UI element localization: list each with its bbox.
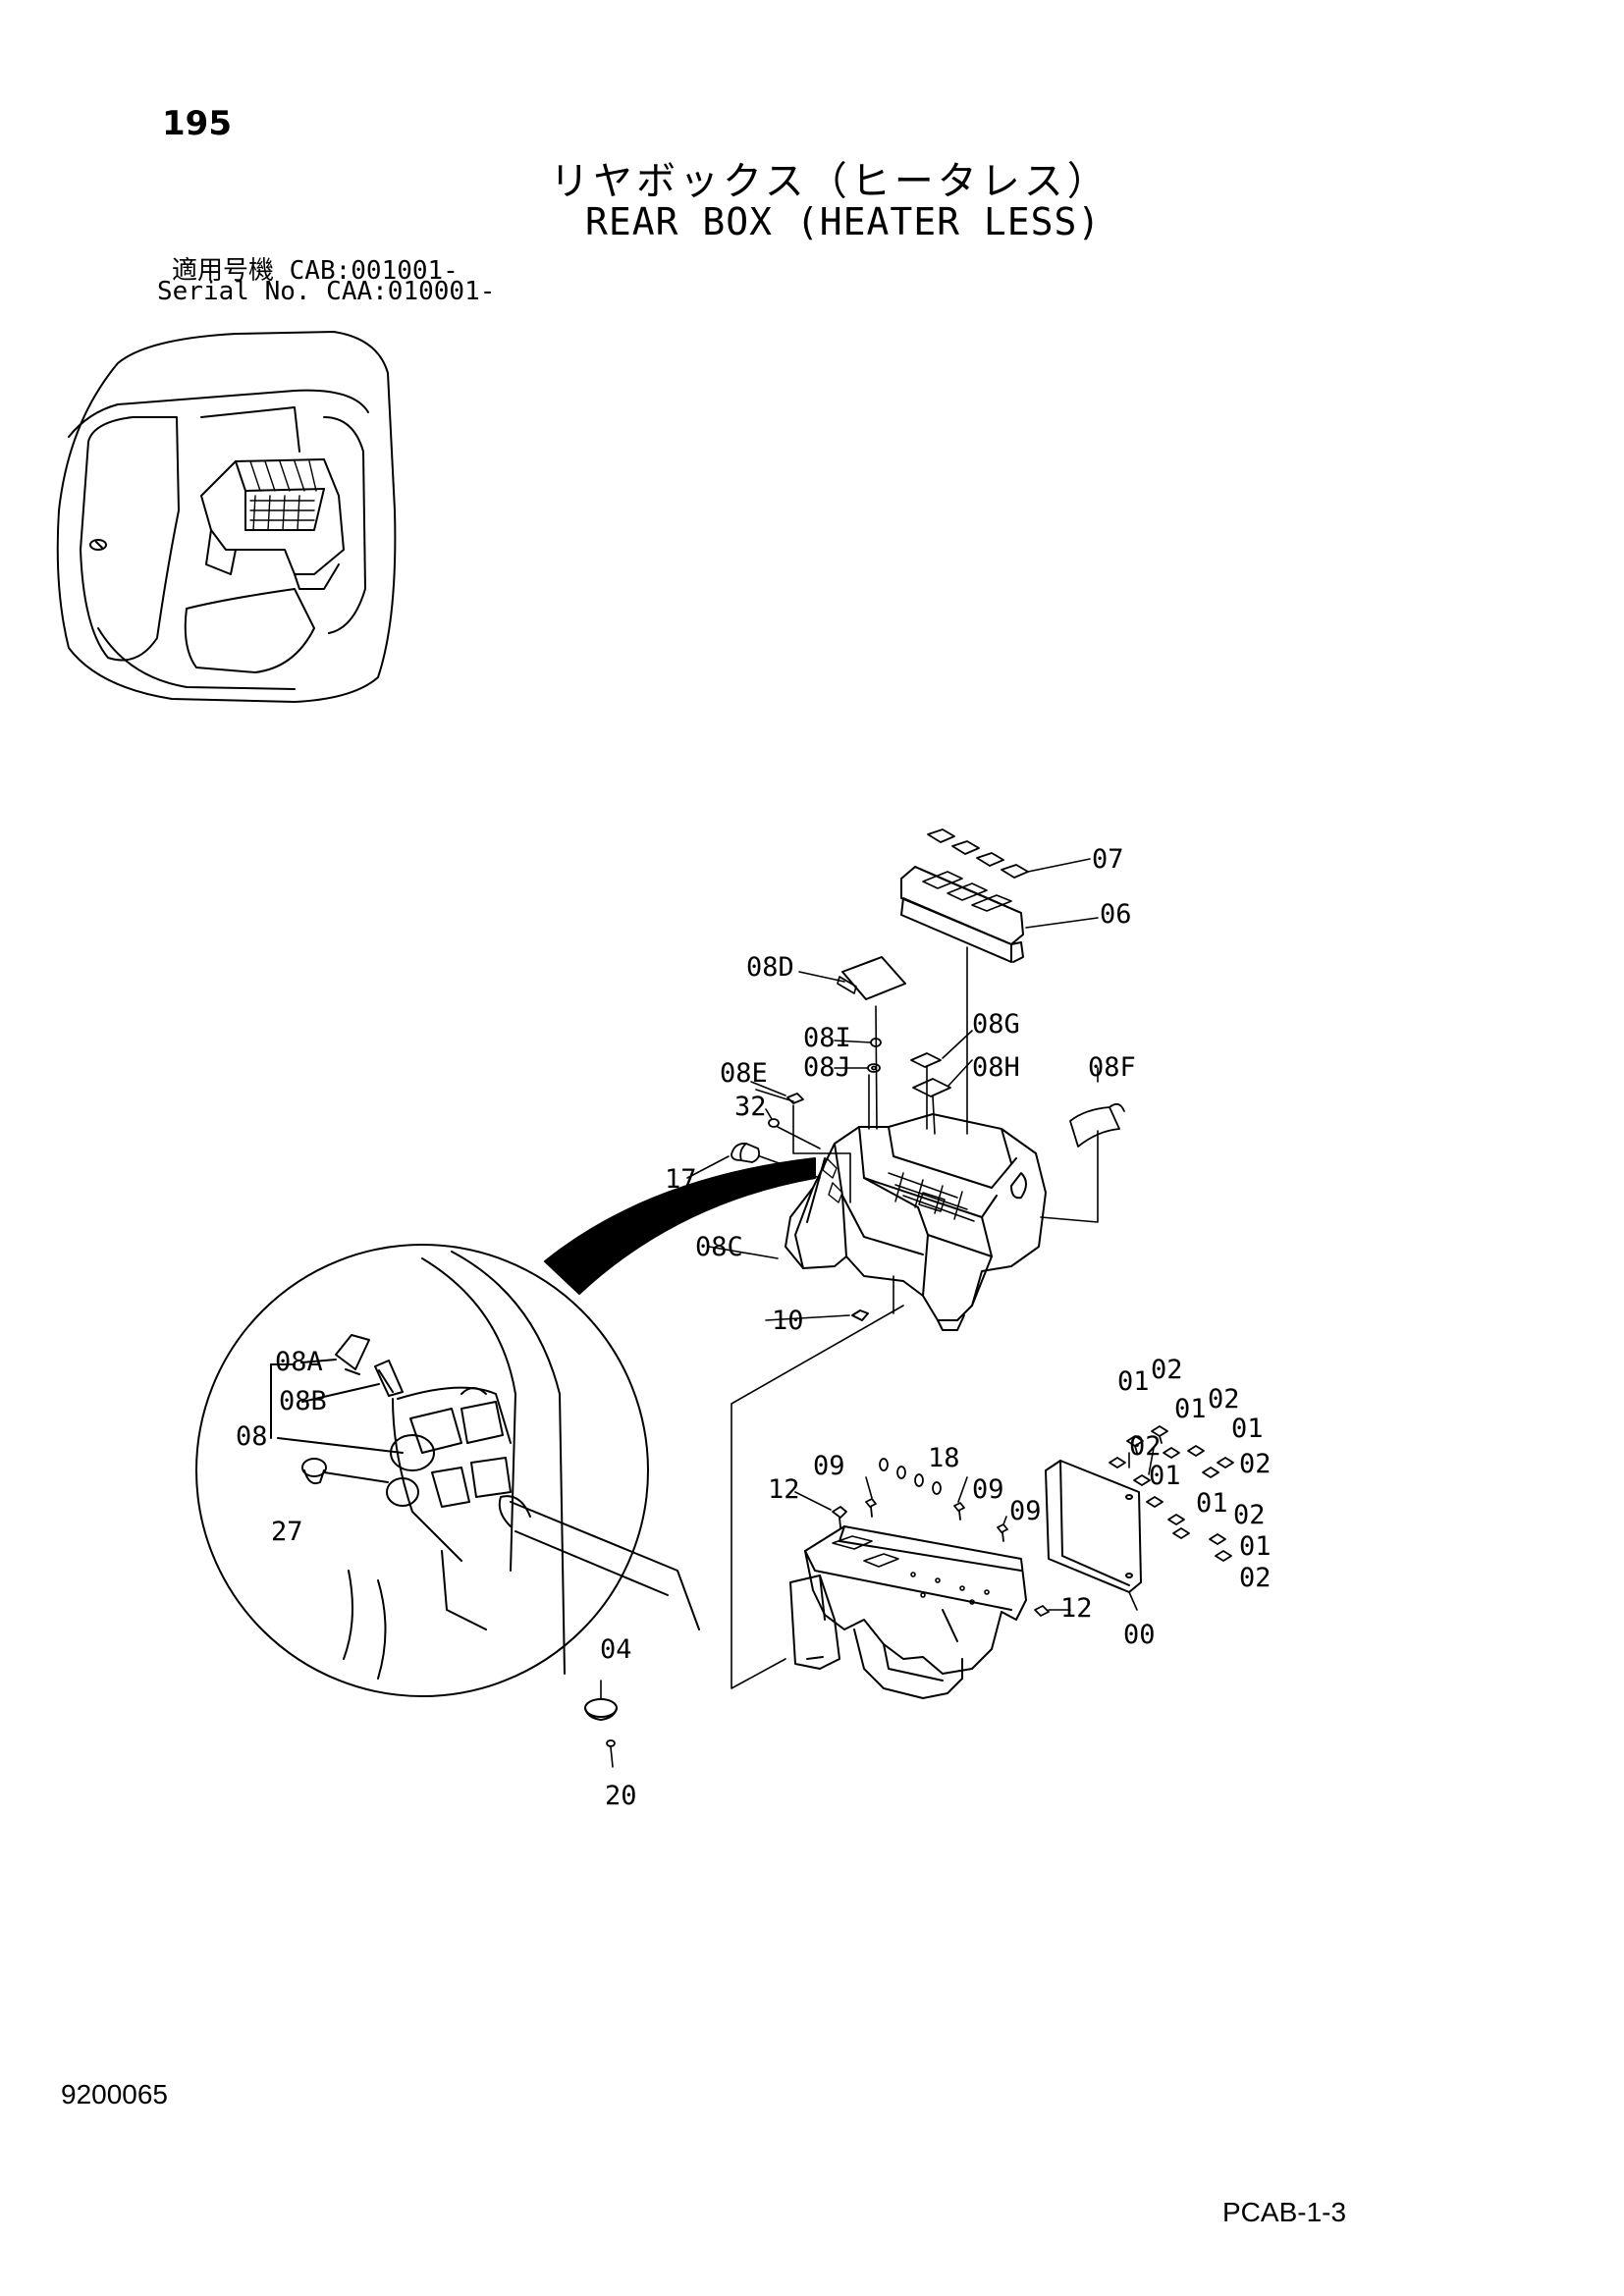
part-label-20: 20 bbox=[605, 1781, 637, 1811]
cab-overview-illustration bbox=[56, 331, 397, 703]
leader-lines bbox=[600, 858, 1155, 1768]
base-screws bbox=[832, 1458, 1050, 1617]
part-label-12: 12 bbox=[768, 1474, 800, 1505]
part-label-09: 09 bbox=[972, 1474, 1004, 1505]
part-label-06: 06 bbox=[1100, 899, 1132, 930]
cap-04 bbox=[584, 1698, 618, 1721]
washer-20 bbox=[606, 1739, 616, 1747]
side-panel-00 bbox=[1045, 1460, 1142, 1593]
part-label-09: 09 bbox=[813, 1451, 845, 1481]
part-label-27: 27 bbox=[271, 1517, 303, 1547]
part-label-02: 02 bbox=[1239, 1449, 1272, 1479]
part-label-17: 17 bbox=[665, 1164, 697, 1195]
part-label-08e: 08E bbox=[720, 1058, 768, 1089]
part-label-01: 01 bbox=[1117, 1366, 1150, 1397]
upper-cover-06 bbox=[900, 866, 1024, 963]
title-japanese: リヤボックス（ヒータレス） bbox=[550, 159, 1110, 204]
part-label-00: 00 bbox=[1123, 1620, 1156, 1650]
part-label-02: 02 bbox=[1239, 1563, 1272, 1593]
page-code: PCAB-1-3 bbox=[1222, 2197, 1347, 2227]
page-number: 195 bbox=[162, 104, 232, 143]
base-frame bbox=[789, 1525, 1027, 1699]
part-label-09: 09 bbox=[1009, 1496, 1042, 1526]
lid-08d bbox=[841, 956, 906, 1000]
part-label-04: 04 bbox=[600, 1634, 632, 1665]
detail-callout-arrow bbox=[544, 1157, 816, 1295]
part-label-02: 02 bbox=[1208, 1384, 1240, 1415]
part-label-08j: 08J bbox=[803, 1052, 851, 1083]
part-label-08b: 08B bbox=[279, 1386, 327, 1416]
detail-view-circle bbox=[195, 1244, 700, 1697]
part-label-08: 08 bbox=[236, 1421, 268, 1452]
part-label-08f: 08F bbox=[1088, 1052, 1136, 1083]
rear-box-body bbox=[785, 1113, 1047, 1331]
part-label-02: 02 bbox=[1151, 1355, 1183, 1385]
part-label-08h: 08H bbox=[972, 1052, 1020, 1083]
serial-number-range: Serial No. CAA:010001- bbox=[157, 277, 496, 306]
part-label-07: 07 bbox=[1092, 844, 1124, 875]
pads-07 bbox=[927, 828, 1029, 879]
part-label-10: 10 bbox=[772, 1306, 804, 1336]
part-label-08i: 08I bbox=[803, 1023, 851, 1053]
part-label-01: 01 bbox=[1196, 1488, 1228, 1519]
part-label-01: 01 bbox=[1174, 1394, 1207, 1424]
title-english: REAR BOX (HEATER LESS) bbox=[585, 200, 1102, 243]
document-id: 9200065 bbox=[61, 2079, 169, 2109]
part-label-01: 01 bbox=[1149, 1461, 1181, 1491]
part-label-02: 02 bbox=[1129, 1431, 1162, 1462]
part-label-08a: 08A bbox=[275, 1347, 323, 1377]
part-label-02: 02 bbox=[1233, 1500, 1266, 1530]
part-label-08d: 08D bbox=[746, 952, 794, 983]
part-label-01: 01 bbox=[1231, 1414, 1264, 1444]
part-label-12: 12 bbox=[1060, 1593, 1093, 1624]
serial-applicable-models: 適用号機 CAB:001001- bbox=[172, 256, 459, 286]
side-panel-bolts bbox=[1109, 1425, 1234, 1562]
part-label-08c: 08C bbox=[695, 1232, 743, 1262]
part-label-18: 18 bbox=[928, 1443, 960, 1473]
part-label-32: 32 bbox=[734, 1092, 767, 1122]
part-label-01: 01 bbox=[1239, 1531, 1272, 1562]
part-label-08g: 08G bbox=[972, 1009, 1020, 1040]
